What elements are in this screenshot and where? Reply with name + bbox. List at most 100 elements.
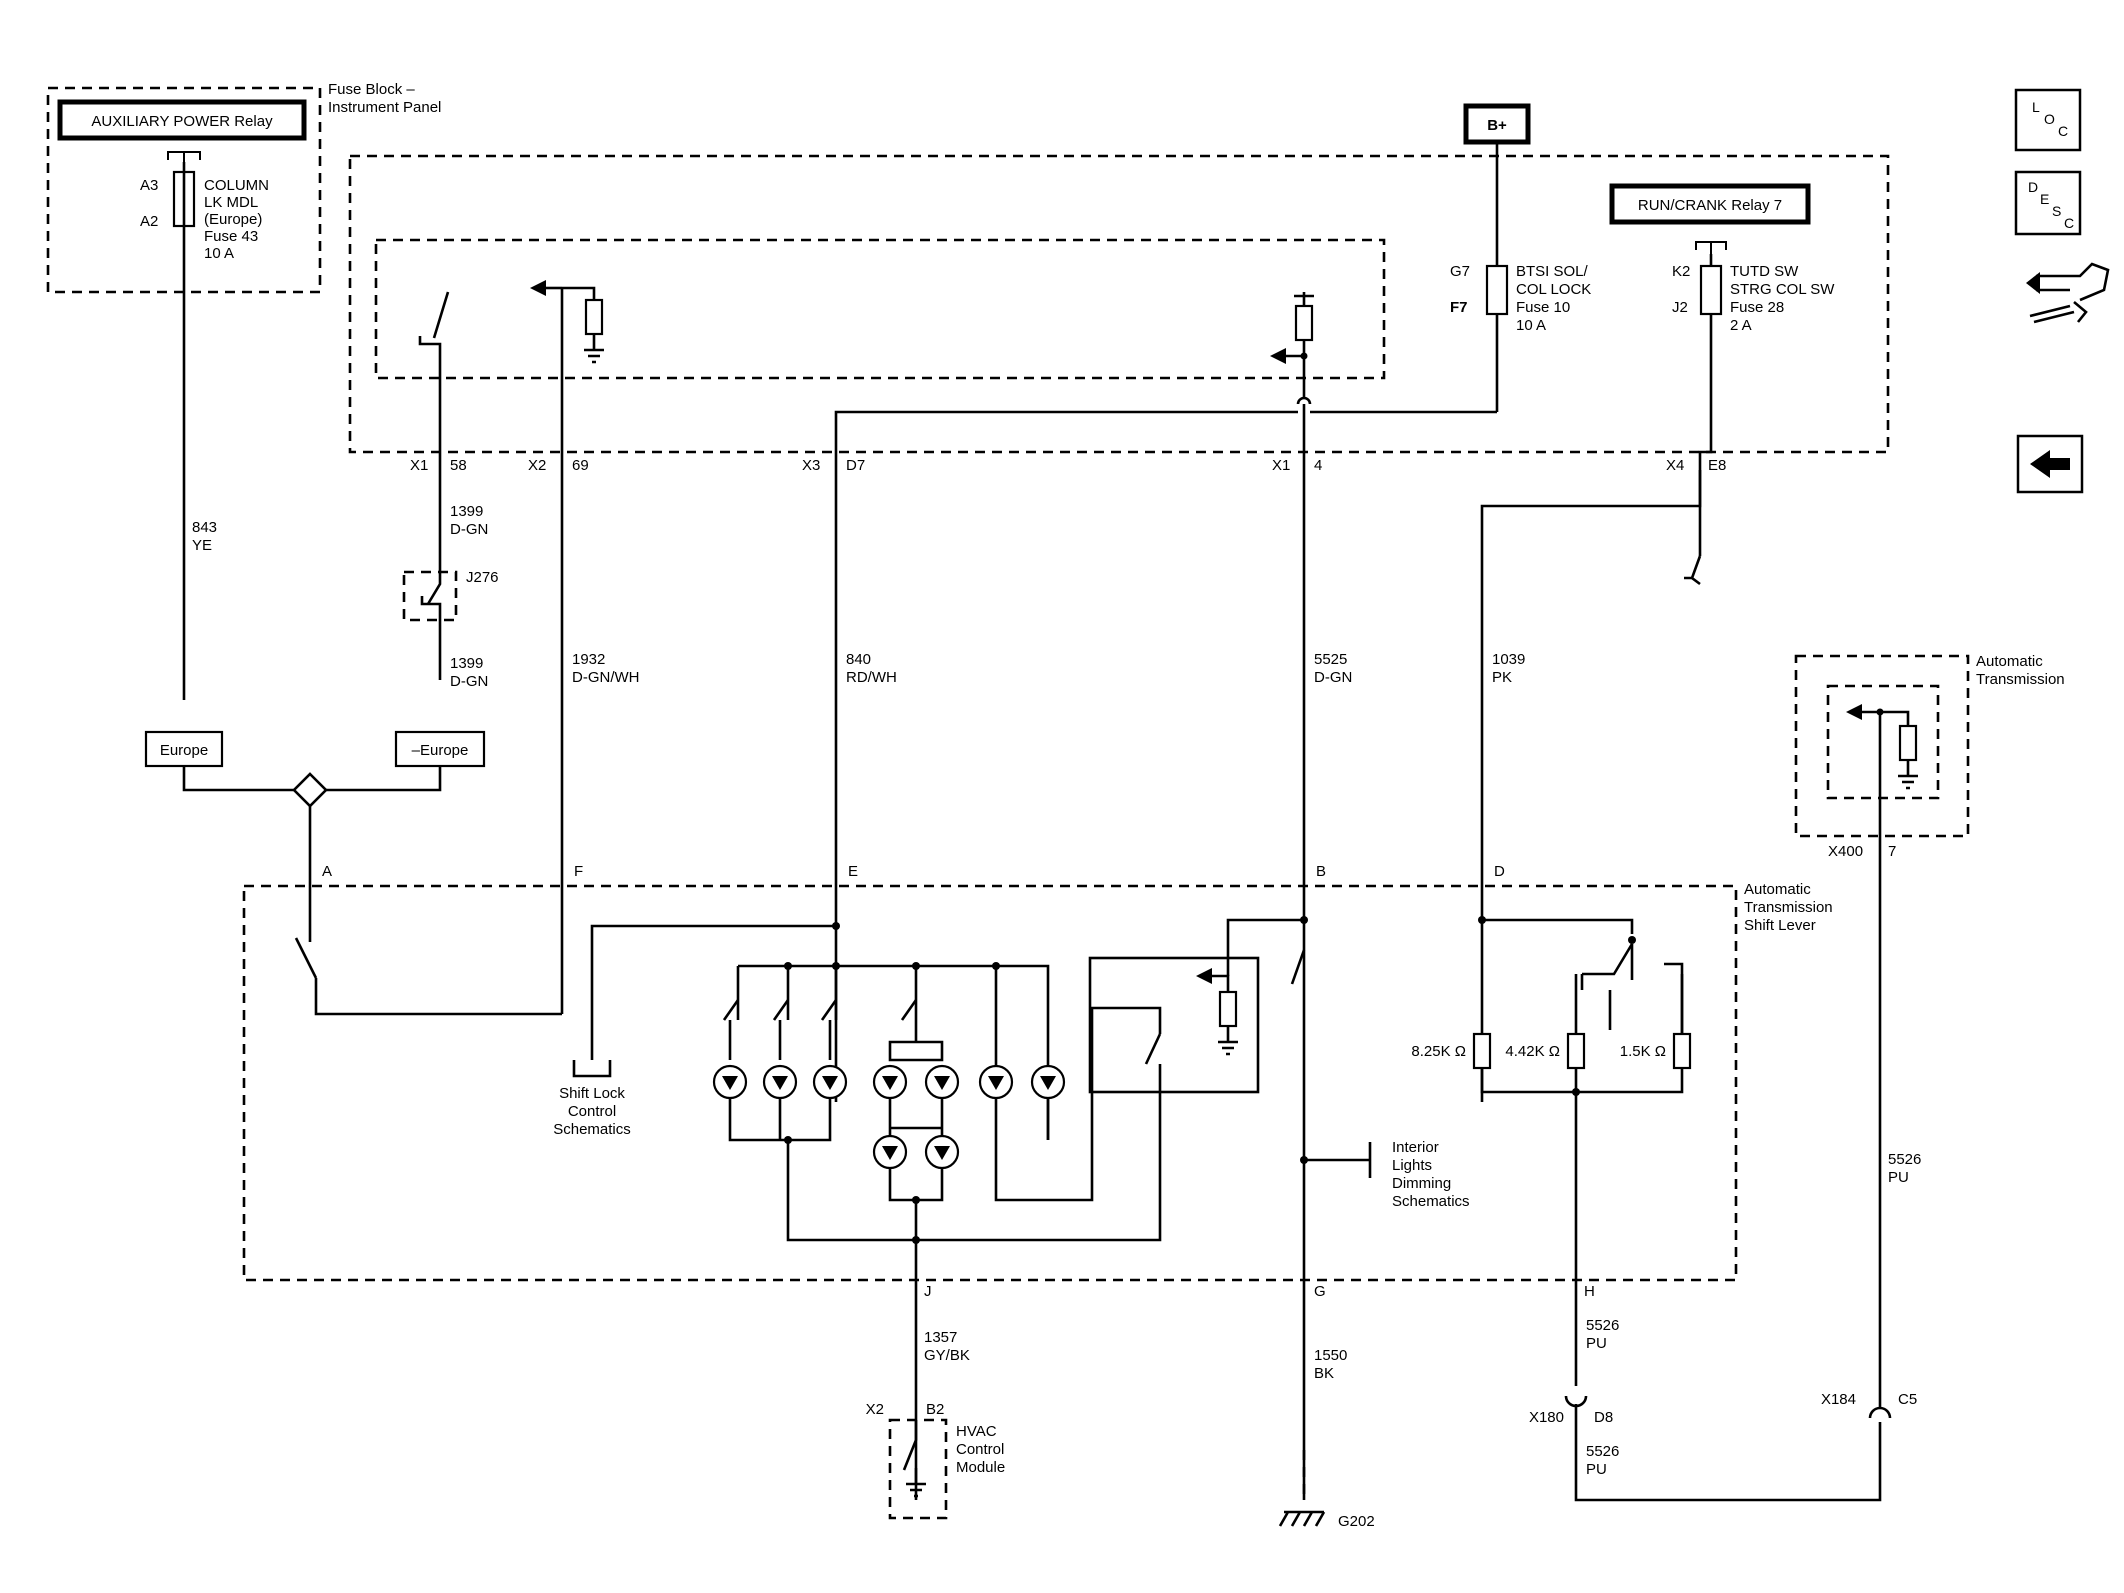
wire-843-color: YE bbox=[192, 537, 212, 554]
main-module-boundary bbox=[348, 154, 1890, 454]
conn-x400-pin: 7 bbox=[1888, 843, 1896, 860]
junction-b bbox=[1300, 916, 1308, 924]
shift-lever-switch-a bbox=[294, 924, 562, 1016]
fuse10-line-1: BTSI SOL/ bbox=[1516, 263, 1589, 280]
conn-x1-58-pin: 58 bbox=[450, 457, 467, 474]
fuse10-line-4: 10 A bbox=[1516, 317, 1546, 334]
loc-button[interactable]: L O C bbox=[2014, 88, 2082, 152]
wire-1039-num: 1039 bbox=[1492, 651, 1525, 668]
hvac-label-3: Module bbox=[956, 1459, 1005, 1476]
wire-1550-num: 1550 bbox=[1314, 1347, 1347, 1364]
interior-ref-4: Schematics bbox=[1392, 1193, 1470, 1210]
fuse28-pin-top: K2 bbox=[1672, 263, 1690, 280]
desc-letter-3: S bbox=[2052, 203, 2061, 219]
led-diode-marks-2 bbox=[882, 1146, 950, 1160]
wire-1932-color: D-GN/WH bbox=[572, 669, 640, 686]
dimmer-arrow-wire bbox=[1212, 974, 1230, 992]
wire-5526b-num: 5526 bbox=[1586, 1443, 1619, 1460]
interior-ref-1: Interior bbox=[1392, 1139, 1439, 1156]
dimmer-module-box bbox=[1088, 956, 1260, 1094]
hvac-conn: X2 bbox=[866, 1401, 884, 1418]
wire-5526r-num: 5526 bbox=[1888, 1151, 1921, 1168]
desc-letter-1: D bbox=[2028, 179, 2038, 195]
desc-button-frame[interactable] bbox=[2014, 170, 2082, 236]
junction-led-3 bbox=[992, 962, 1000, 970]
fuse-block-label-1: Fuse Block – bbox=[328, 81, 415, 98]
conn-x3-d7: X3 bbox=[802, 457, 820, 474]
chassis-ground-icon bbox=[1278, 1510, 1326, 1527]
pin-b: B bbox=[1316, 863, 1326, 880]
resistor-network-return bbox=[1480, 1068, 1684, 1094]
shift-lever-label-1: Automatic bbox=[1744, 881, 1811, 898]
connector-arrow-icon bbox=[2026, 272, 2040, 294]
back-button[interactable] bbox=[2016, 434, 2084, 494]
conn-x2-69-pin: 69 bbox=[572, 457, 589, 474]
hvac-pin: B2 bbox=[926, 1401, 944, 1418]
desc-letter-4: C bbox=[2064, 215, 2074, 231]
wire-5526-bottom bbox=[1574, 1404, 1882, 1502]
desc-button[interactable]: D E S C bbox=[2014, 170, 2082, 236]
junction-e-2 bbox=[832, 962, 840, 970]
automatic-transmission-label-2: Transmission bbox=[1976, 671, 2065, 688]
shift-lever-label-2: Transmission bbox=[1744, 899, 1833, 916]
led-feed-wires bbox=[728, 1020, 944, 1062]
fuse28-line-2: STRG COL SW bbox=[1730, 281, 1835, 298]
wire-1399a-num: 1399 bbox=[450, 503, 483, 520]
resistor-icon-3 bbox=[1898, 724, 1918, 762]
wire-5526h-num: 5526 bbox=[1586, 1317, 1619, 1334]
led-diode-marks bbox=[722, 1076, 1056, 1090]
hvac-label-1: HVAC bbox=[956, 1423, 997, 1440]
junction-d-2 bbox=[1628, 936, 1636, 944]
connector-wrench-icon[interactable] bbox=[2036, 262, 2110, 302]
conn-x400: X400 bbox=[1828, 843, 1863, 860]
pin-j: J bbox=[924, 1283, 932, 1300]
led-switches bbox=[722, 999, 918, 1021]
conn-x4-e8: X4 bbox=[1666, 457, 1684, 474]
run-crank-relay-box bbox=[1609, 183, 1811, 225]
wire-1399b-num: 1399 bbox=[450, 655, 483, 672]
option-europe-label: Europe bbox=[160, 742, 208, 759]
fuse-block-label-2: Instrument Panel bbox=[328, 99, 441, 116]
fuse10-line-2: COL LOCK bbox=[1516, 281, 1591, 298]
wire-5526h-color: PU bbox=[1586, 1335, 1607, 1352]
loc-button-frame[interactable] bbox=[2014, 88, 2082, 152]
led-returns bbox=[728, 1006, 1162, 1202]
junction-j bbox=[912, 1236, 920, 1244]
switch-x1-58 bbox=[418, 291, 450, 462]
wire-5525-num: 5525 bbox=[1314, 651, 1347, 668]
splice-j276-boundary bbox=[402, 570, 458, 622]
pin-g: G bbox=[1314, 1283, 1326, 1300]
resistor-15k-icon bbox=[1672, 1032, 1692, 1070]
fuse28-open-end bbox=[1684, 555, 1702, 586]
option-diamond-icon bbox=[292, 772, 328, 808]
wire-5526r-color: PU bbox=[1888, 1169, 1909, 1186]
led-row-1 bbox=[712, 1064, 1066, 1100]
shift-lever-label-3: Shift Lever bbox=[1744, 917, 1816, 934]
loc-letter-1: L bbox=[2032, 99, 2040, 115]
wire-1932-num: 1932 bbox=[572, 651, 605, 668]
fuse10-pin-top: G7 bbox=[1450, 263, 1470, 280]
wire-840-num: 840 bbox=[846, 651, 871, 668]
connector-wrench-button[interactable] bbox=[2026, 262, 2110, 324]
wire-1550-color: BK bbox=[1314, 1365, 1334, 1382]
led-row2-feed bbox=[888, 1098, 944, 1140]
wire-5526b-color: PU bbox=[1586, 1461, 1607, 1478]
shift-lever-boundary bbox=[242, 884, 1738, 1282]
resistor-icon-1 bbox=[584, 298, 604, 336]
led-row-2 bbox=[872, 1134, 960, 1170]
conn-x3-d7-pin: D7 bbox=[846, 457, 865, 474]
relay-contact-icon-2 bbox=[1695, 241, 1727, 254]
junction-d bbox=[1478, 916, 1486, 924]
shift-lock-bus bbox=[590, 924, 836, 1060]
wire-5525-color: D-GN bbox=[1314, 669, 1352, 686]
conn-x1-58: X1 bbox=[410, 457, 428, 474]
splice-j276-switch bbox=[420, 572, 442, 680]
resistor-15k-label: 1.5K Ω bbox=[1620, 1043, 1666, 1060]
resistor-top-cap bbox=[1294, 292, 1314, 306]
option-join-wires bbox=[182, 766, 442, 792]
dimmer-switch bbox=[1144, 1033, 1162, 1065]
splice-j276-label: J276 bbox=[466, 569, 499, 586]
conn-x1-4-pin: 4 bbox=[1314, 457, 1322, 474]
conn-x2-69: X2 bbox=[528, 457, 546, 474]
shift-lock-ref-2: Control bbox=[568, 1103, 616, 1120]
